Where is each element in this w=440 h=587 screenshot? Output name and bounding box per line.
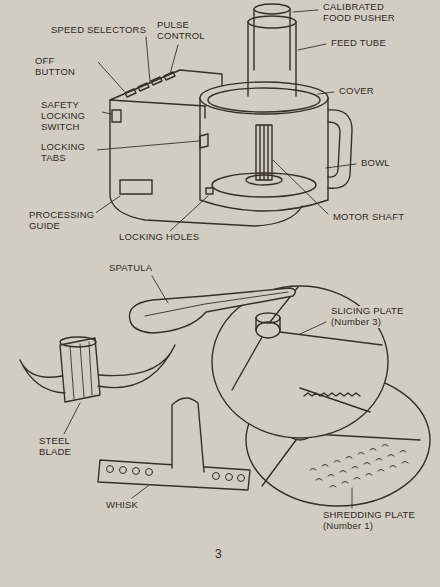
part-label: WHISK (105, 500, 139, 511)
steel-blade (20, 345, 175, 393)
part-label: CALIBRATED FOOD PUSHER (322, 2, 404, 24)
whisk-post (172, 398, 204, 472)
food-pusher-top (254, 4, 290, 14)
part-label: COVER (338, 86, 375, 97)
shredding-holes (310, 445, 408, 488)
part-label: STEEL BLADE (38, 436, 82, 458)
part-label: SHREDDING PLATE (Number 1) (322, 510, 429, 532)
safety-switch (112, 110, 121, 122)
part-label: SPEED SELECTORS (50, 25, 147, 36)
part-label: BOWL (360, 158, 391, 169)
spatula (129, 288, 295, 333)
bowl (200, 98, 328, 211)
base-top-edge (204, 106, 205, 118)
slicing-blade (300, 388, 370, 412)
locking-tab (200, 134, 208, 148)
leader-line (94, 10, 356, 231)
motor-shaft (256, 125, 272, 180)
speed-button (125, 89, 136, 97)
hub-ribs (70, 342, 92, 399)
shaft-hub (246, 175, 282, 185)
part-label: SLICING PLATE (Number 3) (330, 306, 422, 328)
speed-button (151, 77, 162, 85)
pulse-button (164, 72, 175, 80)
part-label: PROCESSING GUIDE (28, 210, 96, 232)
part-label: PULSE CONTROL (156, 20, 210, 42)
shredding-spokes (262, 434, 420, 486)
part-label: LOCKING HOLES (118, 232, 200, 243)
part-label: OFF BUTTON (34, 56, 98, 78)
steel-blade-hub (60, 338, 100, 402)
cover (200, 82, 328, 114)
leader-line (64, 276, 352, 508)
part-label: MOTOR SHAFT (332, 212, 405, 223)
part-label: SPATULA (108, 263, 153, 274)
steel-blade-top (60, 337, 96, 347)
slicing-hub (256, 322, 280, 338)
part-label: FEED TUBE (330, 38, 387, 49)
bowl-handle (328, 110, 352, 188)
feed-tube (248, 22, 296, 96)
feed-tube-top (248, 16, 296, 28)
slicing-hub-tube (256, 318, 280, 330)
spatula-ridge (145, 292, 288, 316)
part-label: LOCKING TABS (40, 142, 97, 164)
shaft-ribs (260, 125, 268, 180)
speed-button (138, 83, 149, 91)
part-label: SAFETY LOCKING SWITCH (40, 100, 102, 133)
locking-hole (206, 188, 213, 194)
whisk-holes (107, 466, 245, 482)
cover-rim (208, 88, 320, 112)
food-pusher (254, 9, 290, 70)
page-number: 3 (214, 548, 223, 562)
processing-guide (120, 180, 152, 194)
